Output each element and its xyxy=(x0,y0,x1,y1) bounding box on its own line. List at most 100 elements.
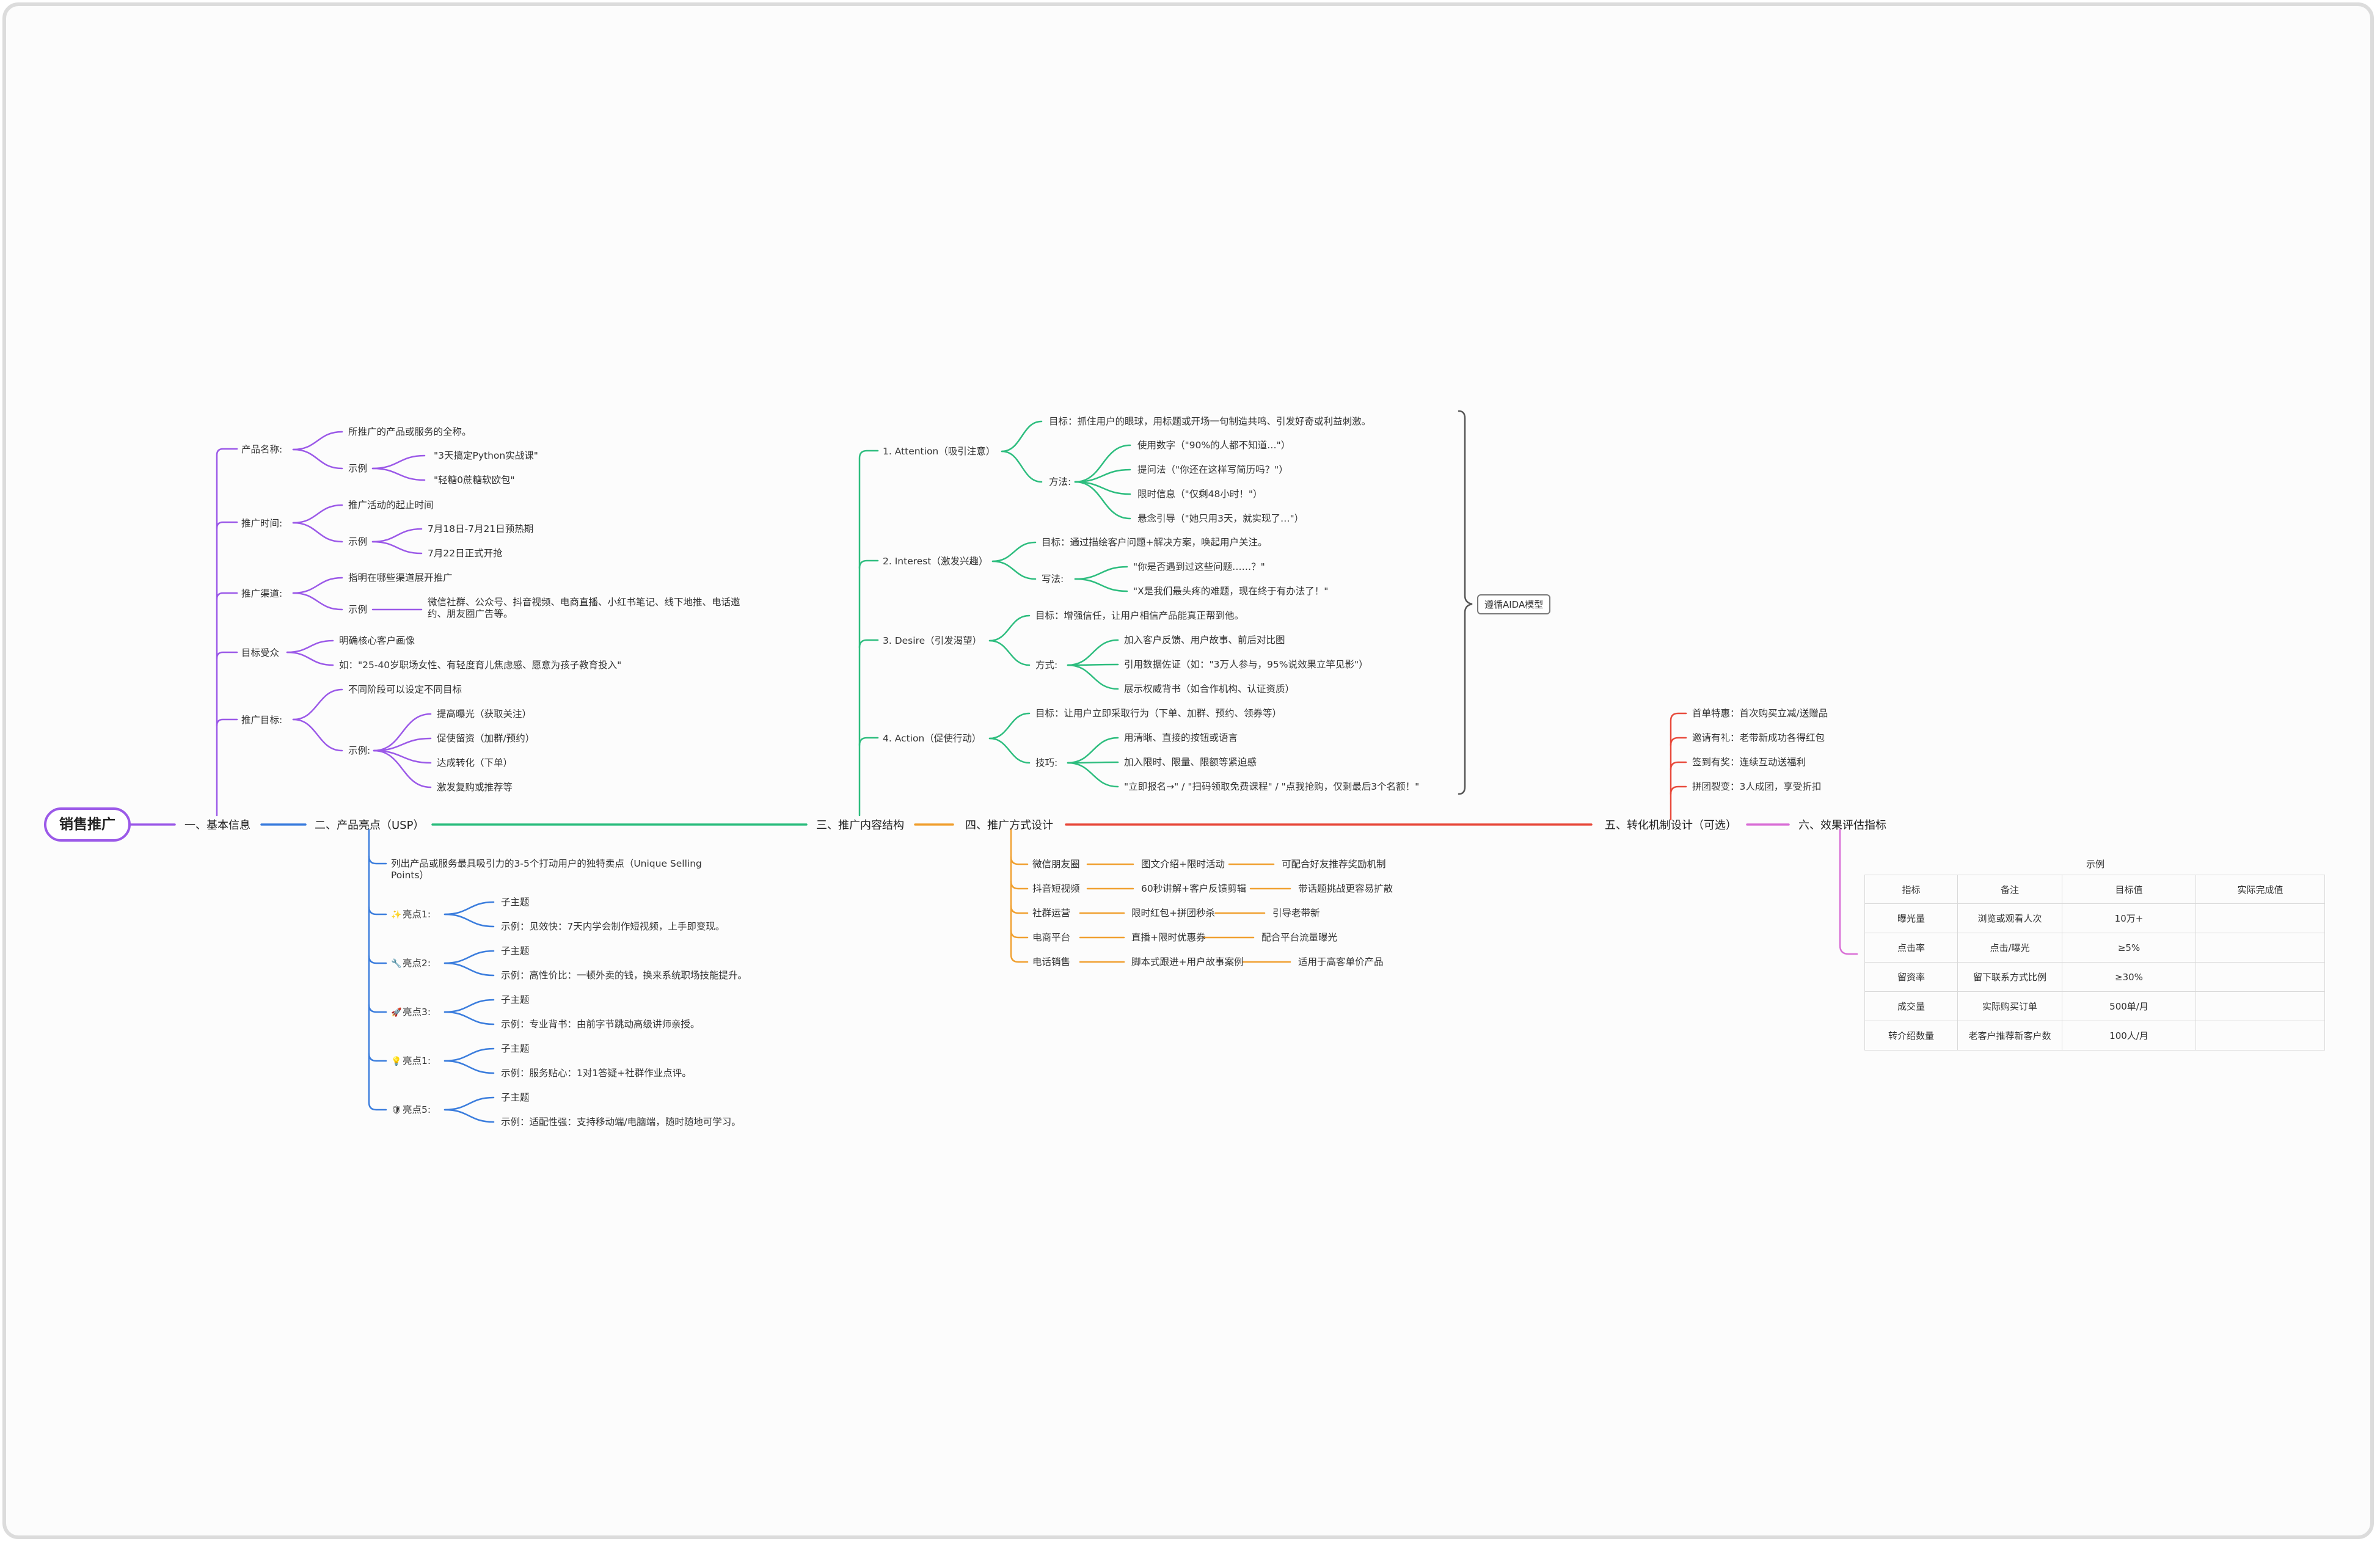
goal-desc[interactable]: 不同阶段可以设定不同目标 xyxy=(348,684,462,695)
channel-elbow xyxy=(1010,880,1029,890)
goal-example-4[interactable]: 激发复购或推荐等 xyxy=(437,782,513,793)
channel-row-1-note[interactable]: 可配合好友推荐奖励机制 xyxy=(1282,859,1386,870)
aida-interest[interactable]: 2. Interest（激发兴趣） xyxy=(883,556,988,567)
kpi-cell-actual[interactable] xyxy=(2196,962,2325,992)
goal-example-label[interactable]: 示例: xyxy=(348,745,371,756)
usp-point-3-sub[interactable]: 子主题 xyxy=(501,994,530,1005)
root-node[interactable]: 销售推广 xyxy=(44,807,131,842)
desire-way-label[interactable]: 方式: xyxy=(1035,660,1058,671)
audience-example[interactable]: 如："25-40岁职场女性、有轻度育儿焦虑感、愿意为孩子教育投入" xyxy=(339,660,622,671)
usp-point-2-sub[interactable]: 子主题 xyxy=(501,945,530,956)
channel-row-5-method[interactable]: 脚本式跟进+用户故事案例 xyxy=(1131,956,1244,967)
usp-point-4-example[interactable]: 示例：服务贴心：1对1答疑+社群作业点评。 xyxy=(501,1068,692,1079)
conversion-item-4[interactable]: 拼团裂变：3人成团，享受折扣 xyxy=(1692,781,1822,792)
channel-row-3-note[interactable]: 引导老带新 xyxy=(1272,908,1320,919)
attention-method-2[interactable]: 提问法（"你还在这样写简历吗？"） xyxy=(1137,464,1288,475)
branch-channel-design[interactable]: 四、推广方式设计 xyxy=(965,819,1053,832)
kpi-cell-actual[interactable] xyxy=(2196,991,2325,1021)
channel-row-4-note[interactable]: 配合平台流量曝光 xyxy=(1261,932,1338,943)
goal-label[interactable]: 推广目标: xyxy=(241,715,283,726)
usp-point-3[interactable]: 🚀亮点3: xyxy=(391,1007,431,1018)
channel-row-2-name[interactable]: 抖音短视频 xyxy=(1032,883,1080,894)
content-elbow xyxy=(858,639,879,649)
channel-row-3-name[interactable]: 社群运营 xyxy=(1032,908,1071,919)
kpi-cell-remark: 实际购买订单 xyxy=(1957,991,2062,1021)
branch-usp[interactable]: 二、产品亮点（USP） xyxy=(315,819,425,832)
branch-kpi[interactable]: 六、效果评估指标 xyxy=(1798,819,1886,832)
interest-goal[interactable]: 目标：通过描绘客户问题+解决方案，唤起用户关注。 xyxy=(1042,537,1268,548)
conversion-item-2[interactable]: 邀请有礼：老带新成功各得红包 xyxy=(1692,732,1825,743)
channel-row-1-method[interactable]: 图文介绍+限时活动 xyxy=(1141,859,1225,870)
attention-method-4[interactable]: 悬念引导（"她只用3天，就实现了…"） xyxy=(1137,513,1304,524)
desire-way-1[interactable]: 加入客户反馈、用户故事、前后对比图 xyxy=(1124,635,1285,646)
channel-row-2-method[interactable]: 60秒讲解+客户反馈剪辑 xyxy=(1141,883,1247,894)
usp-point-1-sub[interactable]: 子主题 xyxy=(501,897,530,908)
channel-row-4-method[interactable]: 直播+限时优惠券 xyxy=(1131,932,1206,943)
product-example-1[interactable]: "3天搞定Python实战课" xyxy=(434,450,538,461)
attention-goal[interactable]: 目标：抓住用户的眼球，用标题或开场一句制造共鸣、引发好奇或利益刺激。 xyxy=(1049,416,1371,427)
usp-point-5[interactable]: 🛡亮点5: xyxy=(391,1104,431,1115)
kpi-cell-actual[interactable] xyxy=(2196,903,2325,933)
usp-point-2[interactable]: 🔧亮点2: xyxy=(391,958,431,969)
aida-attention[interactable]: 1. Attention（吸引注意） xyxy=(883,446,996,457)
aida-desire[interactable]: 3. Desire（引发渴望） xyxy=(883,635,982,646)
time-example-label[interactable]: 示例 xyxy=(348,536,368,547)
channel-row-1-name[interactable]: 微信朋友圈 xyxy=(1032,859,1080,870)
audience-label[interactable]: 目标受众 xyxy=(241,647,280,658)
conversion-item-3[interactable]: 签到有奖：连续互动送福利 xyxy=(1692,757,1806,768)
channel-row-5-note[interactable]: 适用于高客单价产品 xyxy=(1298,956,1384,967)
usp-point-3-example[interactable]: 示例：专业背书：由前字节跳动高级讲师亲授。 xyxy=(501,1019,700,1030)
branch-basic-info[interactable]: 一、基本信息 xyxy=(184,819,250,832)
attention-method-label[interactable]: 方法: xyxy=(1049,476,1071,487)
attention-method-1[interactable]: 使用数字（"90%的人都不知道…"） xyxy=(1137,440,1291,451)
time-example-2[interactable]: 7月22日正式开抢 xyxy=(428,548,503,559)
goal-example-2[interactable]: 促使留资（加群/预约） xyxy=(437,733,535,744)
product-example-label[interactable]: 示例 xyxy=(348,463,368,474)
usp-point-2-example[interactable]: 示例：高性价比：一顿外卖的钱，换来系统职场技能提升。 xyxy=(501,970,748,981)
channel-desc[interactable]: 指明在哪些渠道展开推广 xyxy=(348,572,453,583)
desire-way-3[interactable]: 展示权威背书（如合作机构、认证资质） xyxy=(1124,683,1295,694)
interest-writing-label[interactable]: 写法: xyxy=(1042,574,1064,584)
channel-row-5-name[interactable]: 电话销售 xyxy=(1032,956,1071,967)
time-label[interactable]: 推广时间: xyxy=(241,518,283,529)
action-tip-2[interactable]: 加入限时、限量、限额等紧迫感 xyxy=(1124,757,1257,768)
interest-writing-1[interactable]: "你是否遇到过这些问题……？" xyxy=(1133,561,1265,572)
desire-goal[interactable]: 目标：增强信任，让用户相信产品能真正帮到他。 xyxy=(1035,610,1244,621)
action-goal[interactable]: 目标：让用户立即采取行为（下单、加群、预约、领券等） xyxy=(1035,708,1282,719)
channel-example-label[interactable]: 示例 xyxy=(348,604,368,615)
usp-point-5-sub[interactable]: 子主题 xyxy=(501,1092,530,1103)
product-name-label[interactable]: 产品名称: xyxy=(241,444,283,455)
usp-point-5-example[interactable]: 示例：适配性强：支持移动端/电脑端，随时随地可学习。 xyxy=(501,1116,741,1127)
goal-example-1[interactable]: 提高曝光（获取关注） xyxy=(437,708,532,719)
action-tips-label[interactable]: 技巧: xyxy=(1035,757,1058,768)
branch-content-structure[interactable]: 三、推广内容结构 xyxy=(816,819,904,832)
action-tip-3[interactable]: "立即报名→" / "扫码领取免费课程" / "点我抢购，仅剩最后3个名额！" xyxy=(1124,781,1420,792)
aida-action[interactable]: 4. Action（促使行动） xyxy=(883,733,982,744)
product-name-desc[interactable]: 所推广的产品或服务的全称。 xyxy=(348,426,472,437)
channel-label[interactable]: 推广渠道: xyxy=(241,588,283,599)
attention-method-3[interactable]: 限时信息（"仅剩48小时！"） xyxy=(1137,489,1263,500)
time-example-1[interactable]: 7月18日-7月21日预热期 xyxy=(428,523,534,534)
action-tip-1[interactable]: 用清晰、直接的按钮或语言 xyxy=(1124,732,1238,743)
channel-row-4-name[interactable]: 电商平台 xyxy=(1032,932,1071,943)
usp-desc[interactable]: 列出产品或服务最具吸引力的3-5个打动用户的独特卖点（Unique Sellin… xyxy=(391,858,702,881)
branch-conversion[interactable]: 五、转化机制设计（可选） xyxy=(1605,819,1737,832)
channel-example-1[interactable]: 微信社群、公众号、抖音视频、电商直播、小红书笔记、线下地推、电话邀约、朋友圈广告… xyxy=(428,597,740,619)
kpi-cell-actual[interactable] xyxy=(2196,1021,2325,1051)
audience-desc[interactable]: 明确核心客户画像 xyxy=(339,635,415,646)
usp-point-4-sub[interactable]: 子主题 xyxy=(501,1043,530,1054)
interest-writing-2[interactable]: "X是我们最头疼的难题，现在终于有办法了！" xyxy=(1133,586,1329,597)
goal-example-3[interactable]: 达成转化（下单） xyxy=(437,757,513,768)
channel-row-3-method[interactable]: 限时红包+拼团秒杀 xyxy=(1131,908,1215,919)
kpi-header-metric: 指标 xyxy=(1864,875,1958,904)
product-example-2[interactable]: "轻糖0蔗糖软欧包" xyxy=(434,475,515,486)
time-desc[interactable]: 推广活动的起止时间 xyxy=(348,500,434,511)
usp-point-4[interactable]: 💡亮点1: xyxy=(391,1055,431,1066)
aida-model-note[interactable]: 遵循AIDA模型 xyxy=(1477,594,1551,614)
desire-way-2[interactable]: 引用数据佐证（如："3万人参与，95%说效果立竿见影"） xyxy=(1124,659,1368,670)
conversion-item-1[interactable]: 首单特惠：首次购买立减/送赠品 xyxy=(1692,708,1828,719)
kpi-cell-actual[interactable] xyxy=(2196,933,2325,963)
usp-point-1-example[interactable]: 示例：见效快：7天内学会制作短视频，上手即变现。 xyxy=(501,921,725,932)
usp-point-1[interactable]: ✨亮点1: xyxy=(391,909,431,920)
channel-row-2-note[interactable]: 带话题挑战更容易扩散 xyxy=(1298,883,1393,894)
